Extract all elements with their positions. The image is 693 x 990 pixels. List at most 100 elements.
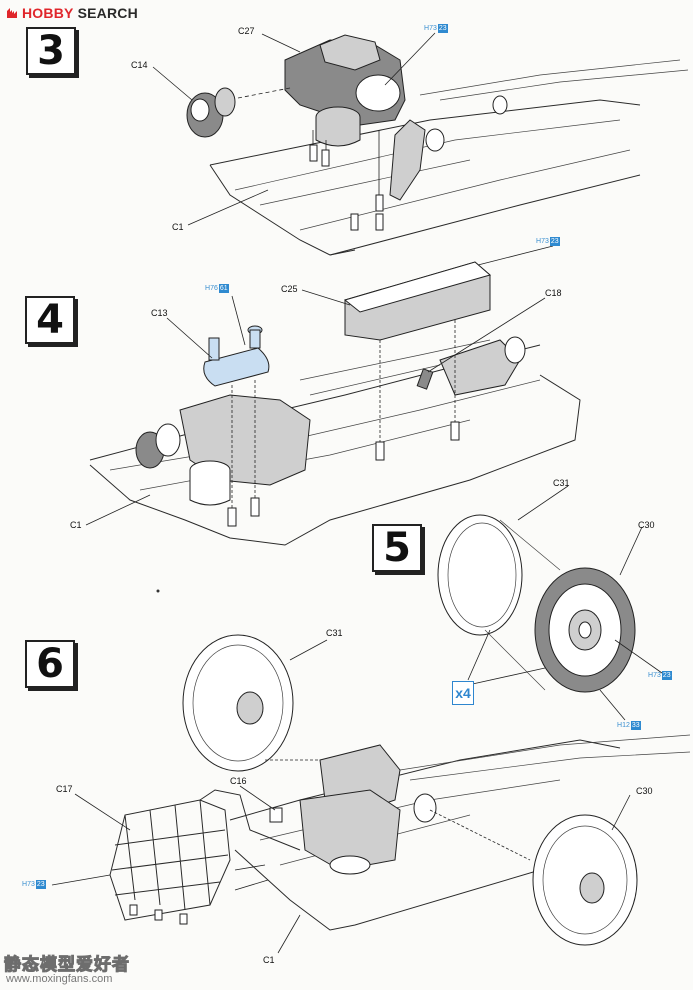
s6-arrow-2 (234, 879, 269, 891)
brand-name: HOBBY (22, 5, 74, 21)
label-c18: C18 (545, 288, 562, 298)
s6-tire-hub (579, 872, 605, 904)
s6-guard-foot-2 (154, 909, 163, 921)
s4-pin-2 (250, 497, 260, 517)
s4-muffler-pipe (208, 337, 220, 361)
step-3-box: 3 (26, 27, 76, 75)
s6-tire-tread (542, 825, 628, 935)
label-s6-c1: C1 (263, 955, 275, 965)
s6-guard-bar (199, 789, 301, 851)
s5-hub-center (578, 621, 592, 639)
s3-engine-head (319, 34, 381, 71)
stray-dot (156, 589, 160, 593)
s3-frame-long (419, 59, 689, 101)
s6-brush-guard-c17 (109, 799, 231, 921)
s4-leader-c1 (85, 494, 151, 526)
s3-frame-rail-front (209, 164, 356, 256)
s4-frame-long (299, 339, 491, 396)
s6-leader-paint (51, 874, 111, 886)
s4-leader-paint-1 (231, 295, 246, 346)
s5-assembly-lines (484, 519, 561, 691)
label-c14: C14 (131, 60, 148, 70)
s3-pulley-hub (190, 98, 210, 122)
s5-leader-c30 (619, 526, 643, 576)
step-6-drawing (51, 634, 691, 954)
watermark-name: 静态模型爱好者 (4, 955, 130, 976)
label-c16: C16 (230, 776, 247, 786)
s4-pin-3 (375, 441, 385, 461)
s6-guard-foot-1 (129, 904, 138, 916)
s4-rear-axle (439, 339, 521, 396)
s3-pin-3 (375, 194, 384, 212)
s5-wheel-inner-c31 (437, 514, 523, 636)
step-4-box: 4 (25, 296, 75, 344)
s3-pin-guide-1 (312, 130, 380, 195)
s6-leader-c16 (239, 785, 276, 811)
s3-leader-c14 (152, 66, 193, 101)
s3-pulley-disc (214, 87, 236, 117)
s6-leader-c17 (74, 793, 131, 831)
s6-engine (299, 789, 401, 871)
step-5-drawing (437, 485, 663, 721)
s4-pin-4 (450, 421, 460, 441)
s4-filler-c18 (416, 368, 434, 390)
s3-pin-4 (375, 213, 384, 231)
label-s5-c30: C30 (638, 520, 655, 530)
brand-suffix: SEARCH (77, 5, 138, 21)
s3-engine-cover (355, 74, 401, 112)
s4-muffler-cap-neck (249, 329, 261, 349)
s6-arrow-1 (234, 864, 266, 871)
s4-leader-c13 (166, 317, 213, 359)
label-s5-c31: C31 (553, 478, 570, 488)
s6-diff (413, 793, 437, 823)
s4-leader-c18 (427, 297, 546, 373)
s4-front-pulley (155, 423, 181, 457)
s4-pin-guides (231, 320, 456, 508)
s5-leader-x4 (467, 629, 546, 686)
s3-frame-rail-right (329, 174, 641, 256)
s6-guard-foot-3 (179, 913, 188, 925)
s4-leader-c25 (301, 289, 351, 306)
s5-leader-paint-2 (599, 689, 626, 721)
s3-suspension (389, 119, 426, 201)
s4-pin-1 (227, 507, 237, 527)
label-c27: C27 (238, 26, 255, 36)
s3-pin-5 (350, 213, 359, 231)
step-6-box: 6 (25, 640, 75, 688)
label-s4-c1: C1 (70, 520, 82, 530)
s4-tank-top (343, 261, 492, 313)
watermark: 静态模型爱好者 www.moxingfans.com (4, 950, 130, 986)
s3-leader-paint (384, 32, 436, 86)
label-c17: C17 (56, 784, 73, 794)
step-3-drawing (152, 32, 689, 256)
s6-wheel-tread (192, 644, 284, 762)
s6-leader-c30 (611, 794, 631, 831)
s6-air-cleaner (329, 855, 371, 875)
label-s6-c31: C31 (326, 628, 343, 638)
label-c13: C13 (151, 308, 168, 318)
quantity-x4-badge: x4 (452, 681, 474, 705)
s3-mount-2 (492, 95, 508, 115)
s5-wheel-inner-rim (447, 522, 517, 628)
s3-spring-mount (425, 128, 445, 152)
s3-frame-inner (234, 119, 631, 231)
s3-install-arrow (237, 87, 291, 99)
s4-rear-hub (504, 336, 526, 364)
s4-frame-inner-1 (109, 379, 541, 471)
s3-pin-2 (321, 149, 330, 167)
s6-leader-c31 (289, 639, 328, 661)
s6-part-c16 (269, 807, 283, 823)
s6-arrow-4 (429, 809, 531, 861)
s5-leader-paint-1 (614, 639, 663, 674)
s3-pin-1 (309, 144, 318, 162)
s6-leader-c1 (277, 914, 301, 954)
s6-frame-long (399, 734, 691, 781)
s6-wheel-hub (236, 691, 264, 725)
